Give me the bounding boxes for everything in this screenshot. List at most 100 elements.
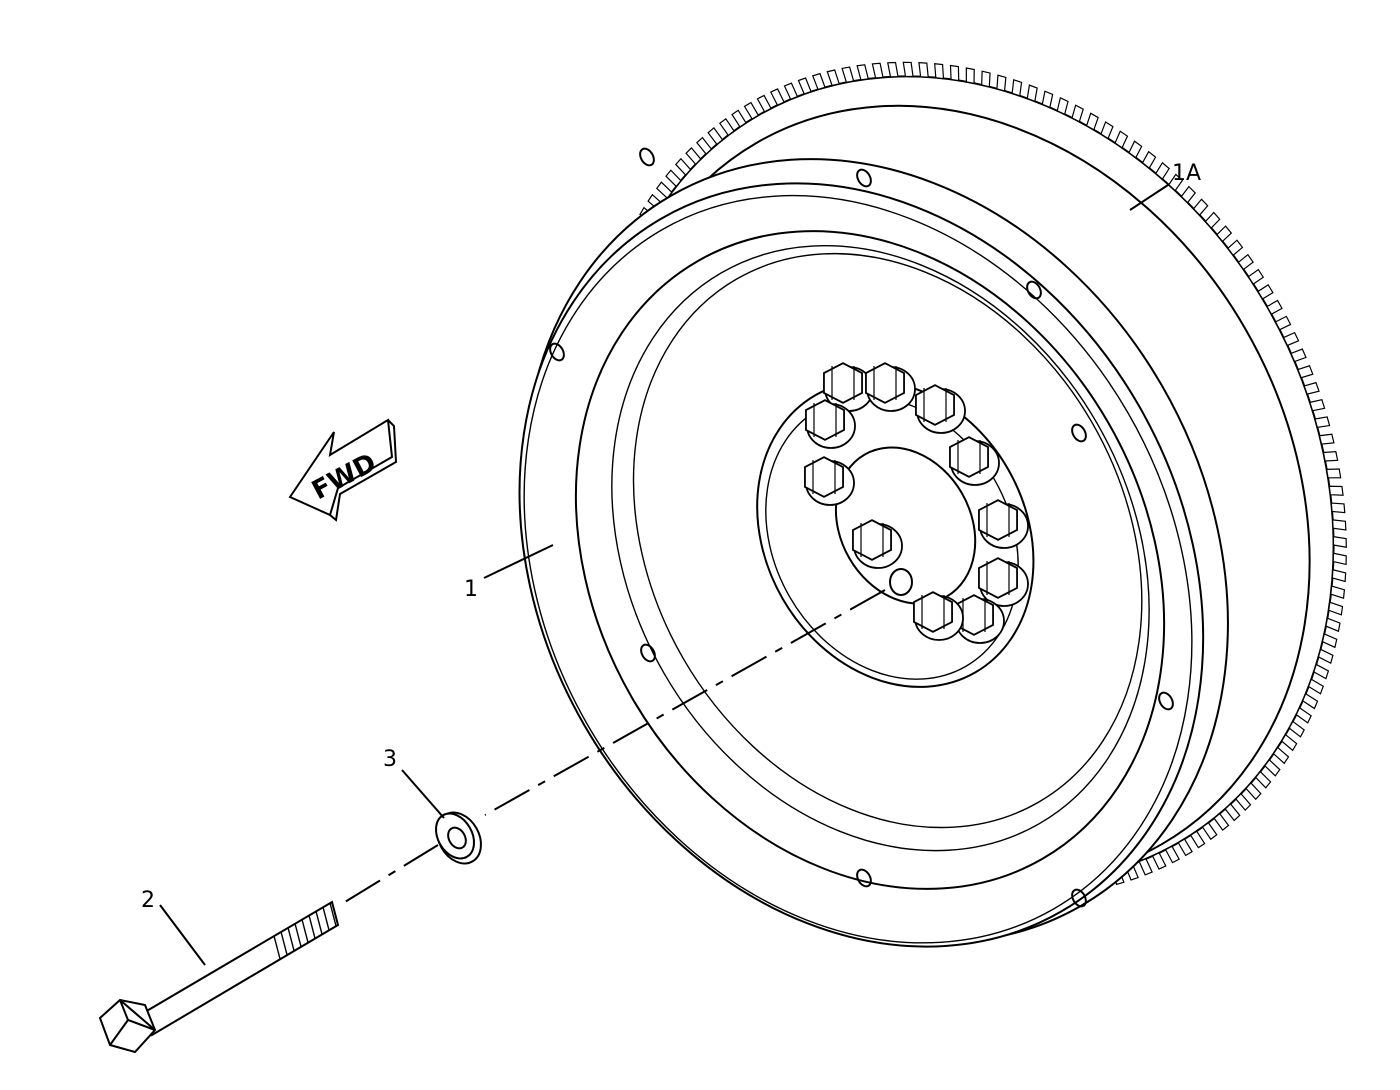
gear-tooth: [1235, 792, 1252, 812]
gear-tooth: [1274, 315, 1292, 331]
hub-bolt-head: [805, 399, 845, 441]
gear-tooth: [1330, 585, 1346, 600]
gear-tooth: [1295, 706, 1312, 724]
gear-tooth: [1192, 198, 1209, 216]
gear-tooth: [696, 136, 713, 155]
thread-line: [273, 935, 281, 959]
gear-tooth: [1114, 130, 1129, 149]
gear-tooth: [1041, 90, 1054, 109]
gear-tooth: [1224, 803, 1241, 822]
gear-tooth: [887, 61, 899, 78]
gear-tooth: [1138, 858, 1153, 876]
rim-hole: [1071, 888, 1087, 908]
hub-bolt-head: [823, 362, 863, 404]
flywheel-face-inner: [574, 230, 1166, 890]
gear-tooth: [1204, 211, 1221, 229]
gear-tooth: [1213, 812, 1230, 832]
gear-tooth: [1011, 78, 1023, 97]
rim-holes: [549, 147, 1174, 908]
hub-bolt-head: [978, 499, 1018, 541]
gear-tooth: [1303, 381, 1320, 395]
gear-tooth: [665, 169, 682, 188]
leader-3: [401, 769, 445, 819]
hub-bolt: [949, 436, 1000, 486]
leader-1: [483, 544, 554, 579]
gear-tooth: [1180, 185, 1197, 204]
leader-1a: [1129, 184, 1169, 211]
gear-tooth: [655, 181, 673, 200]
hub-bolt-head: [913, 591, 953, 633]
gear-tooth: [949, 64, 960, 82]
hub-bolt: [823, 362, 874, 412]
gear-tooth: [826, 69, 840, 87]
gear-tooth: [1309, 399, 1326, 412]
gear-tooth: [1328, 485, 1344, 496]
gear-tooth: [1056, 97, 1069, 116]
thread-line: [294, 923, 302, 947]
gear-tooth: [1313, 663, 1330, 680]
hub-bolt-head: [978, 557, 1018, 599]
gear-tooth: [1301, 692, 1319, 710]
hub-bolt-head: [915, 384, 955, 426]
gear-tooth: [1141, 150, 1157, 169]
gear-tooth: [783, 82, 799, 101]
gear-tooth: [685, 147, 702, 166]
gear-tooth: [1332, 535, 1347, 548]
gear-tooth: [1282, 331, 1300, 347]
rim-hole: [1026, 280, 1042, 300]
callout-1a: 1A: [1172, 161, 1201, 186]
hub-bolts: [804, 362, 1029, 644]
hub-bolt-head: [865, 362, 905, 404]
gear-tooth: [797, 77, 812, 95]
gear-tooth: [1266, 299, 1283, 315]
rim-hole: [1158, 691, 1174, 711]
gear-tooth: [1318, 433, 1335, 445]
thread-line: [301, 919, 309, 943]
gear-tooth: [1155, 161, 1170, 180]
rim-hole: [549, 342, 565, 362]
rim-hole: [1071, 423, 1087, 443]
gear-tooth: [1314, 416, 1331, 429]
gear-tooth: [1330, 502, 1346, 514]
gear-tooth: [811, 72, 826, 91]
gear-tooth: [1151, 852, 1167, 870]
gear-tooth: [902, 61, 914, 78]
gear-tooth: [731, 109, 747, 128]
arrow-depth: [329, 419, 398, 522]
gear-tooth: [1328, 601, 1344, 616]
gear-tooth: [996, 74, 1007, 92]
gear-tooth: [1071, 104, 1084, 123]
thread-line: [280, 931, 288, 955]
leader-2: [159, 904, 206, 966]
bolt-head-facet: [119, 999, 156, 1031]
callout-2: 2: [141, 888, 155, 913]
gear-tooth: [981, 70, 991, 88]
washer-hole: [447, 826, 467, 850]
callout-3: 3: [383, 747, 397, 772]
gear-tooth: [1227, 239, 1244, 257]
thread-line: [315, 911, 323, 935]
gear-tooth: [1321, 633, 1338, 649]
rim-hole: [856, 168, 872, 188]
callout-1: 1: [464, 577, 478, 602]
gear-tooth: [1322, 450, 1339, 462]
flywheel-recess: [611, 245, 1150, 852]
gear-tooth: [1164, 845, 1180, 864]
bolt-threads: [273, 902, 337, 959]
gear-tooth: [1317, 648, 1334, 665]
bolt: [98, 900, 340, 1054]
hub-bolt: [978, 557, 1029, 607]
gear-tooth: [1332, 552, 1347, 566]
gear-tooth: [769, 88, 785, 106]
hub-bolt: [852, 519, 903, 569]
assembly-centerline-lower: [339, 844, 439, 906]
gear-tooth: [674, 157, 692, 176]
gear-tooth: [1177, 838, 1193, 857]
gear-tooth: [1257, 284, 1274, 300]
gear-tooth: [1307, 678, 1325, 695]
hub-bolt: [954, 594, 1005, 644]
hub-bolt: [865, 362, 916, 412]
gear-tooth: [1325, 468, 1342, 479]
